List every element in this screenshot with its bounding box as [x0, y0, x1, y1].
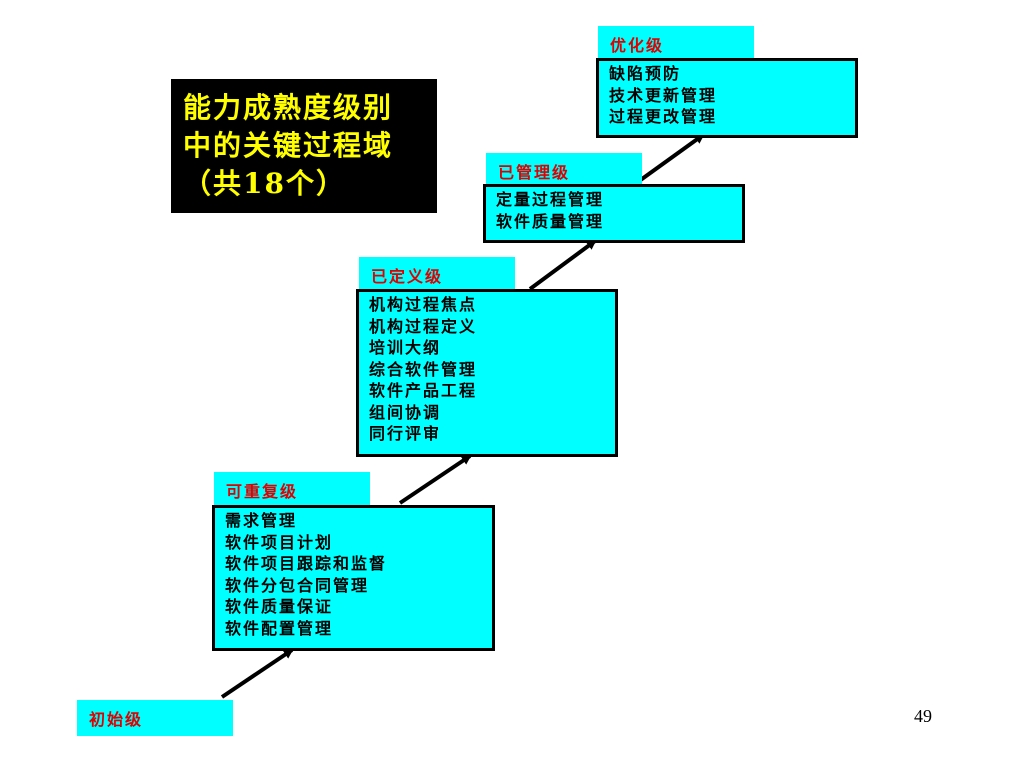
page-number: 49	[914, 706, 932, 726]
level-box-defined: 机构过程焦点 机构过程定义 培训大纲 综合软件管理 软件产品工程 组间协调 同行…	[356, 289, 618, 457]
arrow-initial-to-repeatable	[220, 648, 294, 699]
kpa-item: 软件产品工程	[369, 381, 478, 400]
kpa-item: 同行评审	[369, 424, 442, 443]
kpa-item: 软件项目计划	[225, 532, 334, 552]
kpa-item: 软件质量保证	[225, 597, 334, 616]
kpa-item: 软件配置管理	[225, 618, 334, 638]
arrow-defined-to-managed	[528, 239, 597, 291]
kpa-item: 过程更改管理	[609, 107, 718, 126]
kpa-item: 组间协调	[369, 402, 442, 422]
level-label-optimizing: 优化级	[598, 26, 754, 60]
title-line-1: 能力成熟度级别	[183, 91, 394, 124]
level-box-managed: 定量过程管理 软件质量管理	[483, 184, 745, 243]
level-label-defined: 已定义级	[359, 257, 515, 291]
kpa-item: 软件项目跟踪和监督	[225, 554, 388, 573]
level-box-repeatable: 需求管理 软件项目计划 软件项目跟踪和监督 软件分包合同管理 软件质量保证 软件…	[212, 505, 495, 651]
kpa-item: 缺陷预防	[609, 64, 682, 83]
kpa-item: 技术更新管理	[609, 85, 718, 105]
kpa-item: 软件质量管理	[496, 211, 605, 231]
kpa-item: 培训大纲	[369, 338, 442, 357]
level-label-initial: 初始级	[77, 700, 233, 736]
diagram-title: 能力成熟度级别 中的关键过程域 （共18个）	[171, 79, 437, 213]
kpa-item: 定量过程管理	[496, 190, 605, 209]
kpa-item: 综合软件管理	[369, 359, 478, 379]
kpa-item: 软件分包合同管理	[225, 575, 370, 595]
level-box-optimizing: 缺陷预防 技术更新管理 过程更改管理	[596, 58, 858, 138]
level-label-repeatable: 可重复级	[214, 472, 370, 506]
kpa-item: 机构过程焦点	[369, 295, 478, 314]
level-label-managed: 已管理级	[486, 153, 642, 187]
kpa-item: 机构过程定义	[369, 316, 478, 336]
title-line-3: （共18个）	[183, 167, 346, 200]
arrow-managed-to-optimizing	[633, 133, 705, 186]
title-line-2: 中的关键过程域	[183, 129, 394, 162]
kpa-item: 需求管理	[225, 511, 298, 530]
arrow-repeatable-to-defined	[398, 454, 472, 505]
